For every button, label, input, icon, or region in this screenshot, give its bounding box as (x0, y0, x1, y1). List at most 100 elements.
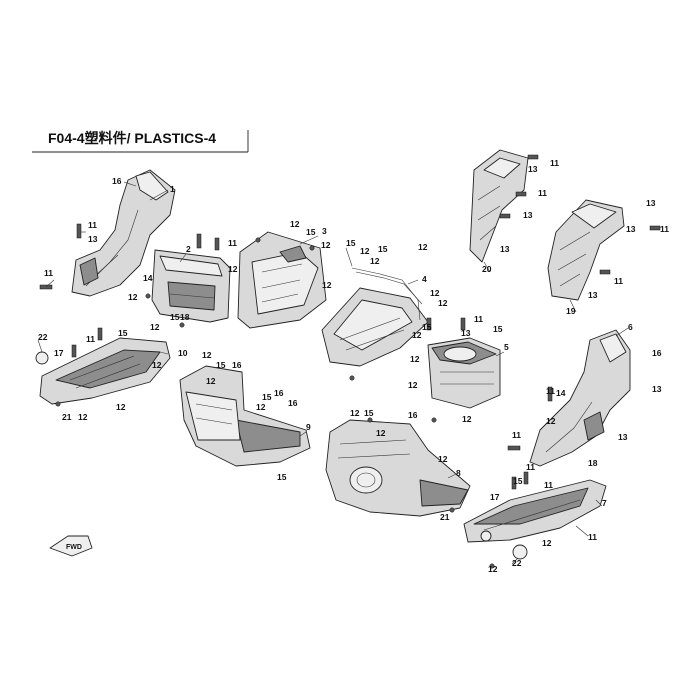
callout-11: 11 (86, 334, 95, 344)
callout-12: 12 (350, 408, 360, 418)
callout-22: 22 (38, 332, 48, 342)
callout-12: 12 (202, 350, 212, 360)
callout-12: 12 (438, 298, 448, 308)
callout-15: 15 (216, 360, 226, 370)
callout-7: 7 (602, 498, 607, 508)
callout-12: 12 (116, 402, 126, 412)
callout-12: 12 (418, 242, 428, 252)
callout-12: 12 (438, 454, 448, 464)
part-center-rear-panel (237, 231, 327, 329)
title-block: F04-4塑料件/ PLASTICS-4 (32, 130, 249, 153)
callout-12: 12 (410, 354, 420, 364)
callout-12: 12 (370, 256, 380, 266)
callout-11: 11 (44, 268, 53, 278)
callout-8: 8 (456, 468, 461, 478)
callout-12: 12 (546, 416, 556, 426)
part-center-box-right (427, 337, 501, 409)
fwd-arrow: FWD (49, 535, 93, 557)
callout-12: 12 (206, 376, 216, 386)
callout-labels: 1 16 11 13 11 2 11 14 12 15 18 12 12 12 … (38, 158, 669, 574)
callout-15: 15 (364, 408, 374, 418)
callout-11: 11 (550, 158, 559, 168)
callout-15: 15 (513, 476, 523, 486)
callout-12: 12 (290, 219, 300, 229)
callout-16: 16 (408, 410, 418, 420)
callout-13: 13 (618, 432, 628, 442)
callout-12: 12 (150, 322, 160, 332)
callout-12: 12 (228, 264, 238, 274)
callout-22: 22 (512, 558, 522, 568)
callout-18: 18 (180, 312, 190, 322)
callout-16: 16 (274, 388, 284, 398)
callout-12: 12 (430, 288, 440, 298)
callout-5: 5 (504, 342, 509, 352)
callout-3: 3 (322, 226, 327, 236)
callout-14: 14 (143, 273, 153, 283)
callout-17: 17 (490, 492, 500, 502)
leader-lines (37, 181, 629, 565)
callout-14: 14 (556, 388, 566, 398)
callout-18: 18 (588, 458, 598, 468)
callout-13: 13 (461, 328, 471, 338)
callout-9: 9 (306, 422, 311, 432)
part-fender-20 (469, 149, 529, 263)
callout-11: 11 (544, 480, 553, 490)
callout-12: 12 (488, 564, 498, 574)
callout-11: 11 (538, 188, 547, 198)
callout-13: 13 (652, 384, 662, 394)
callout-15: 15 (378, 244, 388, 254)
callout-15: 15 (306, 227, 316, 237)
callout-11: 11 (88, 220, 97, 230)
part-floor-left (179, 365, 311, 467)
callout-12: 12 (462, 414, 472, 424)
callout-12: 12 (321, 240, 331, 250)
diagram-title: F04-4塑料件/ PLASTICS-4 (48, 130, 216, 146)
callout-12: 12 (128, 292, 138, 302)
callout-13: 13 (500, 244, 510, 254)
callout-13: 13 (646, 198, 656, 208)
callout-10: 10 (178, 348, 188, 358)
callout-11: 11 (614, 276, 623, 286)
callout-15: 15 (346, 238, 356, 248)
callout-16: 16 (112, 176, 122, 186)
callout-17: 17 (54, 348, 64, 358)
callout-12: 12 (412, 330, 422, 340)
part-center-box-left (151, 249, 231, 323)
part-floor-center (325, 419, 471, 517)
callout-16: 16 (288, 398, 298, 408)
callout-13: 13 (528, 164, 538, 174)
callout-12: 12 (152, 360, 162, 370)
callout-16: 16 (232, 360, 242, 370)
part-side-panel-left (71, 169, 176, 297)
callout-11: 11 (526, 462, 535, 472)
callout-15: 15 (493, 324, 503, 334)
part-running-board-left (35, 337, 171, 405)
callout-15: 15 (262, 392, 272, 402)
callout-21: 21 (440, 512, 450, 522)
callout-13: 13 (523, 210, 533, 220)
callout-12: 12 (360, 246, 370, 256)
callout-12: 12 (408, 380, 418, 390)
callout-12: 12 (256, 402, 266, 412)
callout-15: 15 (277, 472, 287, 482)
part-fender-19 (547, 199, 625, 301)
callout-12: 12 (78, 412, 88, 422)
callout-4: 4 (422, 274, 427, 284)
callout-12: 12 (542, 538, 552, 548)
callout-21: 21 (62, 412, 72, 422)
callout-13: 13 (626, 224, 636, 234)
callout-2: 2 (186, 244, 191, 254)
part-side-panel-right (529, 329, 631, 467)
callout-12: 12 (376, 428, 386, 438)
callout-13: 13 (588, 290, 598, 300)
callout-6: 6 (628, 322, 633, 332)
callout-15: 15 (170, 312, 180, 322)
callout-13: 13 (88, 234, 98, 244)
fwd-label: FWD (66, 544, 82, 551)
callout-11: 11 (546, 386, 555, 396)
callout-12: 12 (322, 280, 332, 290)
callout-11: 11 (228, 238, 237, 248)
callout-15: 15 (422, 322, 432, 332)
